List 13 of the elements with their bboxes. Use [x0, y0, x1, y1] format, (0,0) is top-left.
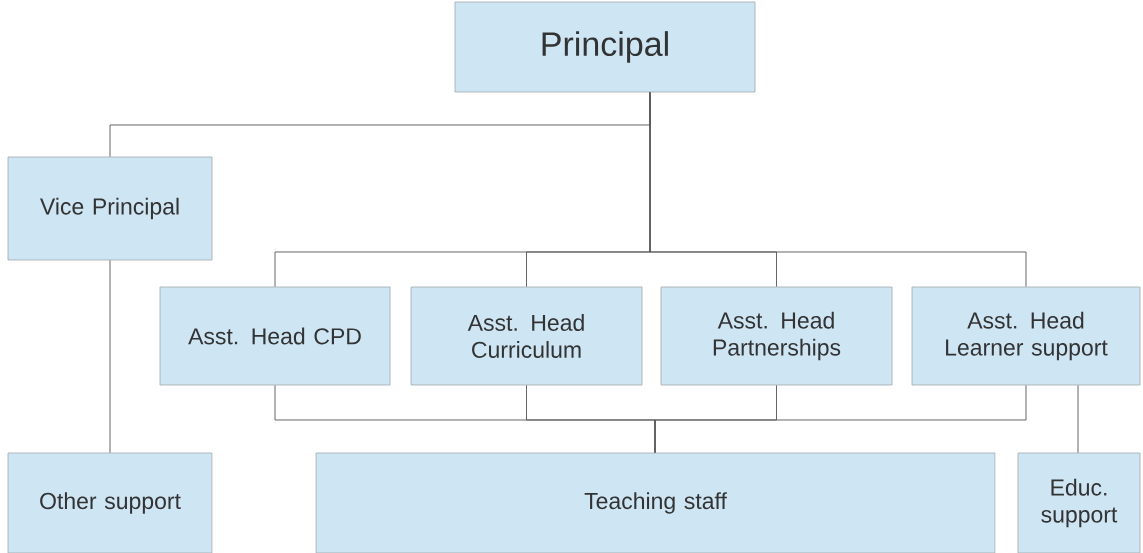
- org-box: Asst. Head Partnerships: [660, 286, 893, 386]
- org-box: Vice Principal: [7, 156, 213, 261]
- connector-line: [649, 91, 1027, 288]
- org-box: Teaching staff: [315, 452, 996, 553]
- connector-line: [654, 384, 1027, 454]
- org-box: Asst. Head Learner support: [911, 286, 1141, 386]
- org-box: Asst. Head CPD: [159, 286, 391, 386]
- org-box: Principal: [454, 1, 756, 93]
- org-box: Asst. Head Curriculum: [410, 286, 643, 386]
- org-box: Educ. support: [1017, 452, 1141, 553]
- connector-line: [109, 259, 111, 454]
- connector-line: [1077, 384, 1079, 454]
- org-box: Other support: [7, 452, 213, 553]
